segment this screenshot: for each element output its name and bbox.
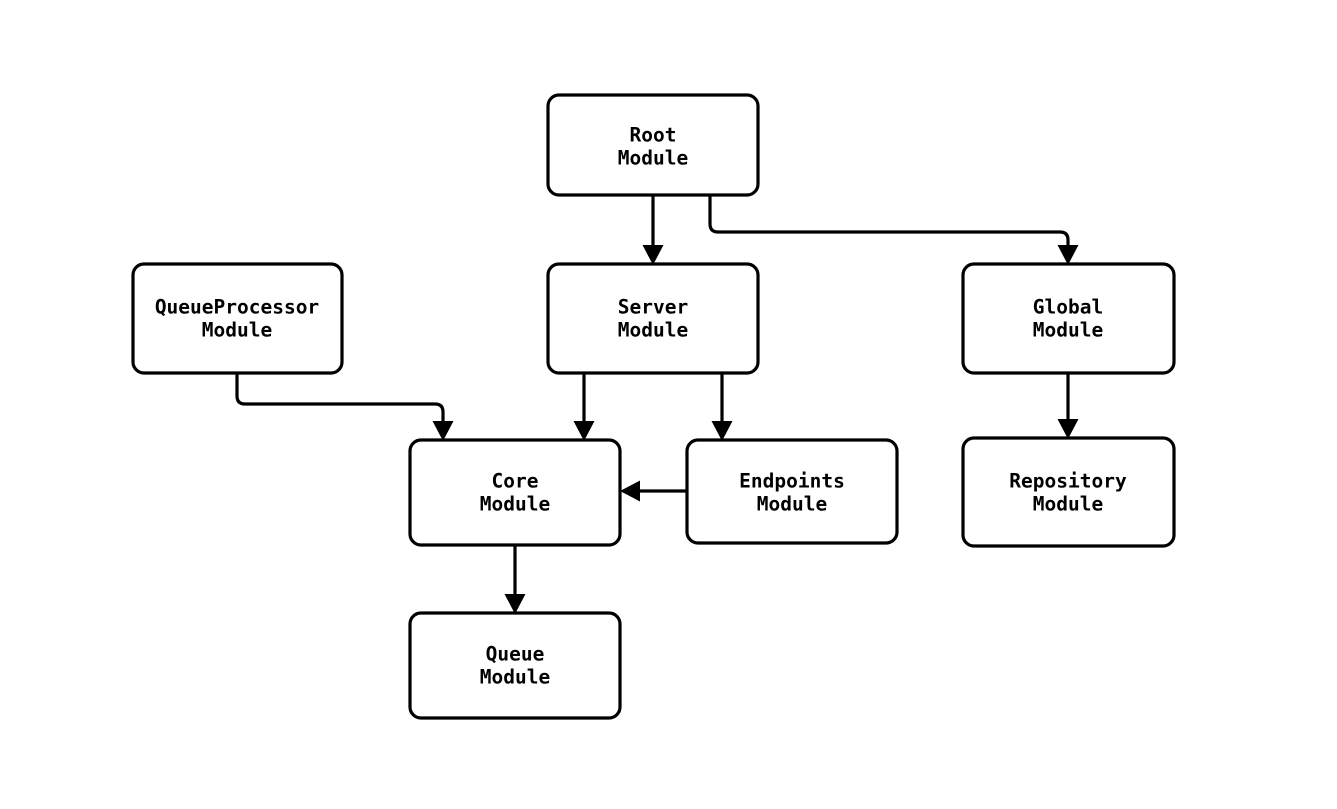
edge-global-to-repository	[1057, 373, 1079, 439]
node-queue-module-label-line2: Module	[480, 666, 550, 689]
node-queue-module-label-line1: Queue	[486, 643, 545, 666]
node-core-module-box[interactable]	[408, 438, 622, 547]
node-core-module-label-line2: Module	[480, 493, 550, 516]
edge-server-to-core	[573, 373, 595, 441]
node-root-module-box[interactable]	[546, 93, 760, 197]
node-endpoints-module[interactable]: Endpoints Module	[685, 438, 899, 545]
node-endpoints-module-label-line1: Endpoints	[739, 470, 845, 493]
edge-queueprocessor-to-core	[235, 373, 454, 441]
arrowhead-icon	[1057, 245, 1079, 265]
edge-endpoints-to-core	[620, 480, 687, 502]
node-root-module-label-line1: Root	[630, 124, 677, 147]
arrowhead-icon	[573, 421, 595, 441]
edge-root-to-global	[708, 195, 1079, 265]
arrowhead-icon	[642, 245, 664, 265]
node-core-module[interactable]: Core Module	[408, 438, 622, 547]
edge-root-to-server	[642, 195, 664, 265]
node-root-module-label-line2: Module	[618, 147, 688, 170]
node-server-module-box[interactable]	[546, 262, 760, 375]
node-server-module[interactable]: Server Module	[546, 262, 760, 375]
node-layer: Root Module QueueProcessor Module Server…	[131, 93, 1176, 720]
node-queueprocessor-module-label-line2: Module	[202, 319, 272, 342]
node-queueprocessor-module[interactable]: QueueProcessor Module	[131, 262, 344, 375]
node-repository-module-box[interactable]	[961, 436, 1176, 548]
node-endpoints-module-box[interactable]	[685, 438, 899, 545]
node-repository-module-label-line1: Repository	[1009, 470, 1127, 493]
edge-core-to-queue	[504, 545, 526, 614]
node-server-module-label-line1: Server	[618, 296, 688, 319]
node-global-module[interactable]: Global Module	[961, 262, 1176, 375]
edge-server-to-endpoints	[711, 373, 733, 441]
node-queueprocessor-module-label-line1: QueueProcessor	[155, 296, 319, 319]
node-endpoints-module-label-line2: Module	[757, 493, 827, 516]
node-global-module-box[interactable]	[961, 262, 1176, 375]
node-repository-module-label-line2: Module	[1033, 493, 1103, 516]
node-queue-module[interactable]: Queue Module	[408, 611, 622, 720]
node-global-module-label-line1: Global	[1033, 296, 1103, 319]
arrowhead-icon	[620, 480, 640, 502]
node-server-module-label-line2: Module	[618, 319, 688, 342]
arrowhead-icon	[432, 421, 454, 441]
arrowhead-icon	[1057, 419, 1079, 439]
node-global-module-label-line2: Module	[1033, 319, 1103, 342]
node-queue-module-box[interactable]	[408, 611, 622, 720]
edge-layer	[235, 195, 1079, 614]
node-queueprocessor-module-box[interactable]	[131, 262, 344, 375]
arrowhead-icon	[504, 594, 526, 614]
arrowhead-icon	[711, 421, 733, 441]
node-repository-module[interactable]: Repository Module	[961, 436, 1176, 548]
node-core-module-label-line1: Core	[492, 470, 539, 493]
node-root-module[interactable]: Root Module	[546, 93, 760, 197]
